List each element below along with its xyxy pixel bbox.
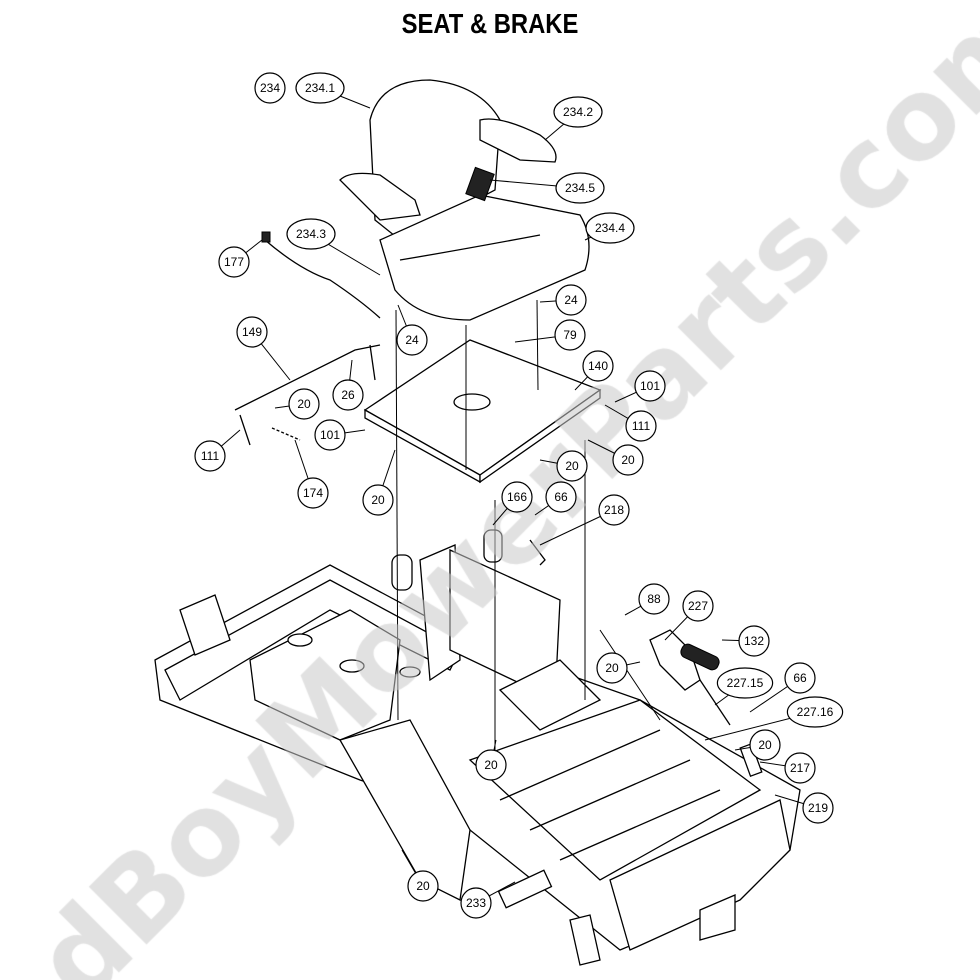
callout-text: 234 (260, 81, 280, 95)
callout-text: 233 (466, 896, 486, 910)
callout-text: 177 (224, 255, 244, 269)
callout-text: 234.2 (563, 105, 593, 119)
callout-text: 20 (565, 459, 579, 473)
callout-20: 20 (274, 388, 320, 420)
callout-20: 20 (475, 739, 507, 781)
callout-text: 234.3 (296, 227, 326, 241)
callout-text: 217 (790, 761, 810, 775)
callout-text: 219 (808, 801, 828, 815)
callout-227: 227 (664, 590, 714, 641)
callout-text: 101 (640, 379, 660, 393)
callout-text: 20 (371, 493, 385, 507)
callout-66: 66 (534, 481, 577, 516)
callout-text: 234.5 (565, 181, 595, 195)
callout-234.3: 234.3 (286, 218, 381, 276)
callout-text: 140 (588, 359, 608, 373)
callout-text: 66 (554, 490, 568, 504)
callout-88: 88 (624, 583, 670, 616)
callout-101: 101 (314, 419, 366, 451)
callout-text: 20 (416, 879, 430, 893)
callout-text: 132 (744, 634, 764, 648)
callout-text: 20 (621, 453, 635, 467)
callout-132: 132 (721, 625, 770, 657)
callout-233: 233 (460, 881, 516, 919)
callout-text: 20 (297, 397, 311, 411)
callout-234.4: 234.4 (584, 212, 635, 244)
callout-234.5: 234.5 (489, 172, 605, 204)
callout-24: 24 (396, 304, 428, 356)
callout-101: 101 (614, 370, 666, 403)
callout-111: 111 (194, 429, 241, 472)
callout-text: 174 (303, 486, 323, 500)
callout-text: 26 (341, 388, 355, 402)
callout-149: 149 (236, 316, 291, 381)
callout-111: 111 (604, 404, 657, 442)
callout-text: 24 (564, 293, 578, 307)
callout-text: 227.15 (727, 676, 764, 690)
callout-text: 218 (604, 503, 624, 517)
callout-24: 24 (539, 284, 587, 316)
callout-234: 234 (254, 72, 286, 104)
callout-text: 20 (758, 738, 772, 752)
callout-text: 20 (484, 758, 498, 772)
callout-20: 20 (587, 439, 644, 476)
callout-text: 79 (563, 328, 577, 342)
callout-text: 66 (793, 671, 807, 685)
callout-234.2: 234.2 (544, 96, 603, 141)
callout-text: 111 (201, 449, 220, 463)
callout-166: 166 (492, 481, 533, 526)
callout-text: 166 (507, 490, 527, 504)
callout-text: 20 (605, 661, 619, 675)
callout-text: 227 (688, 599, 708, 613)
callout-20: 20 (362, 449, 396, 516)
callout-text: 101 (320, 428, 340, 442)
callout-text: 88 (647, 592, 661, 606)
callout-text: 24 (405, 333, 419, 347)
callout-26: 26 (332, 359, 364, 411)
callout-text: 111 (632, 419, 651, 433)
callout-20: 20 (596, 652, 641, 684)
callout-20: 20 (401, 849, 439, 902)
callout-79: 79 (514, 319, 586, 351)
callout-219: 219 (774, 792, 834, 824)
callout-labels: 234 234.1 234.2 234.5 234.4 177 234.3 24 24 79 149… (194, 72, 844, 919)
callout-20: 20 (539, 450, 588, 482)
callout-174: 174 (294, 439, 329, 509)
callout-20: 20 (734, 729, 781, 761)
callout-text: 234.4 (595, 221, 625, 235)
callout-text: 227.16 (797, 705, 834, 719)
callout-234.1: 234.1 (295, 72, 371, 109)
callout-227.15: 227.15 (714, 667, 774, 706)
callout-177: 177 (218, 239, 263, 278)
callout-140: 140 (574, 350, 614, 391)
callout-text: 234.1 (305, 81, 335, 95)
callout-text: 149 (242, 325, 262, 339)
